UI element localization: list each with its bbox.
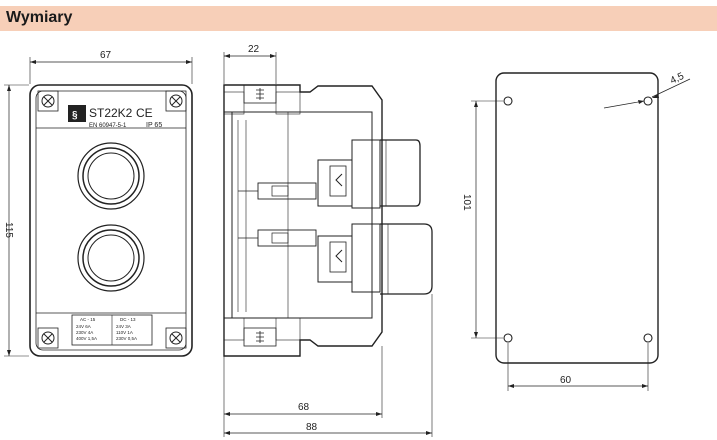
screw-bottom-right xyxy=(165,327,187,349)
rating-table: AC - 15 DC - 13 24V 6A 230V 4A 400V 1,5A… xyxy=(71,314,153,346)
dim-width-label: 67 xyxy=(100,50,112,61)
dim-height-101: 101 xyxy=(461,100,503,339)
contact-block-top xyxy=(238,159,353,207)
side-cavity xyxy=(231,111,373,319)
contact-block-bottom xyxy=(238,229,353,283)
dim-width-60-label: 60 xyxy=(560,375,572,386)
dim-width-60: 60 xyxy=(507,343,649,391)
dim-depth-label-68: 68 xyxy=(298,402,310,413)
brand-logo-icon xyxy=(68,105,86,122)
ac-row: 230V 4A xyxy=(76,330,93,335)
mount-hole xyxy=(503,96,513,106)
front-view: § ST22K2 CE EN 60947-5-1 IP 65 AC - 15 D… xyxy=(3,50,193,357)
dc-header: DC - 13 xyxy=(120,317,136,322)
dim-width-67: 67 xyxy=(29,50,193,84)
ip-label: IP 65 xyxy=(146,122,162,129)
model-label: ST22K2 xyxy=(89,106,133,120)
side-housing-outline xyxy=(223,84,383,357)
screw-top-left xyxy=(37,90,59,112)
screw-top-right xyxy=(165,90,187,112)
back-plate-outline xyxy=(495,72,659,364)
dim-top-22: 22 xyxy=(223,44,277,84)
housing-outline xyxy=(29,84,193,357)
screw-bottom-left xyxy=(37,327,59,349)
mount-hole xyxy=(643,96,653,106)
norm-label: EN 60947-5-1 xyxy=(89,123,127,129)
dim-height-101-label: 101 xyxy=(461,194,472,211)
dc-row: 24V 3A xyxy=(116,324,131,329)
top-clamp xyxy=(223,84,301,115)
dim-depth-label-88: 88 xyxy=(306,422,318,433)
section-title: Wymiary xyxy=(6,9,73,26)
pushbutton-top xyxy=(77,142,145,210)
dim-top-label: 22 xyxy=(248,44,260,55)
ce-mark: CE xyxy=(136,106,153,120)
ac-row: 24V 6A xyxy=(76,324,91,329)
pushbutton-bottom xyxy=(77,224,145,292)
bottom-clamp xyxy=(223,317,301,347)
dim-hole-4-5: 4,5 xyxy=(603,71,691,109)
dim-height-115: 115 xyxy=(3,84,29,357)
dc-row: 230V 0,5A xyxy=(116,336,137,341)
ac-row: 400V 1,5A xyxy=(76,336,97,341)
mount-hole xyxy=(643,333,653,343)
dim-depth-88: 88 xyxy=(223,294,433,437)
mount-hole xyxy=(503,333,513,343)
back-view: 4,5 101 60 xyxy=(461,71,691,391)
actuator-bottom xyxy=(351,223,433,295)
dim-depth-68: 68 xyxy=(224,346,383,418)
ac-header: AC - 15 xyxy=(80,317,96,322)
svg-text:§: § xyxy=(72,110,78,121)
side-view: 22 68 88 xyxy=(223,44,433,437)
dim-hole-label: 4,5 xyxy=(669,71,687,87)
dc-row: 110V 1A xyxy=(116,330,133,335)
dim-height-label: 115 xyxy=(3,222,14,238)
section-header: Wymiary xyxy=(0,6,717,31)
actuator-top xyxy=(351,139,421,209)
housing-inner-outline xyxy=(35,90,187,351)
